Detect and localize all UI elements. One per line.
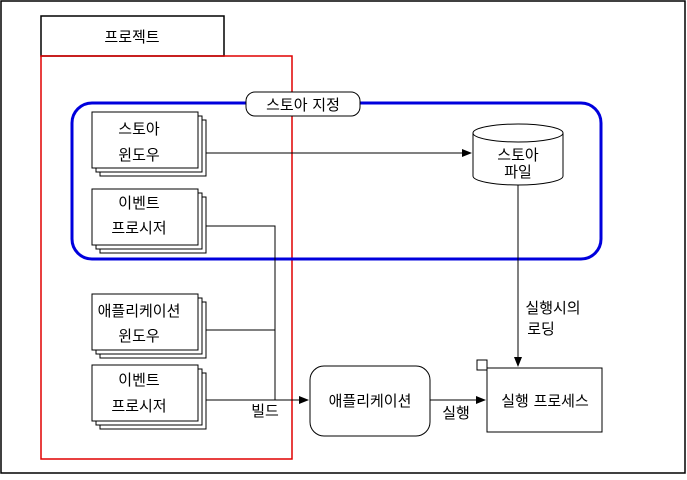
application-label: 애플리케이션 <box>329 392 412 410</box>
app-window-node: 애플리케이션 윈도우 <box>91 293 207 359</box>
event-procedure-1-connector <box>206 225 276 400</box>
app-window-line2: 윈도우 <box>118 327 160 345</box>
store-file-line1: 스토아 <box>497 146 539 164</box>
application-node: 애플리케이션 <box>309 365 431 437</box>
store-file-line2: 파일 <box>504 163 532 181</box>
build-label: 빌드 <box>251 402 279 420</box>
project-title: 프로젝트 <box>104 28 159 46</box>
event-procedure-node-2: 이벤트 프로시저 <box>91 364 207 430</box>
event-procedure-1-line2: 프로시저 <box>111 219 166 237</box>
store-file-node: 스토아 파일 <box>472 123 564 186</box>
runtime-process-label: 실행 프로세스 <box>501 392 589 410</box>
event-procedure-node-1: 이벤트 프로시저 <box>91 188 207 254</box>
runtime-loading-label-line1: 실행시의 <box>525 299 580 317</box>
store-group-label: 스토아 지정 <box>245 91 361 117</box>
store-window-line1: 스토아 <box>118 120 160 138</box>
event-procedure-2-line1: 이벤트 <box>118 371 160 389</box>
store-window-node: 스토아 윈도우 <box>91 111 207 177</box>
runtime-loading-label-line2: 로딩 <box>527 320 555 338</box>
store-window-line2: 윈도우 <box>118 146 160 164</box>
event-procedure-1-line1: 이벤트 <box>118 194 160 212</box>
runtime-process-node: 실행 프로세스 <box>476 359 603 433</box>
process-port-marker <box>476 359 488 371</box>
store-group-title: 스토아 지정 <box>266 96 340 114</box>
app-window-line1: 애플리케이션 <box>98 302 181 320</box>
run-label: 실행 <box>442 404 470 422</box>
event-procedure-2-line2: 프로시저 <box>111 397 166 415</box>
project-tab: 프로젝트 <box>40 15 225 57</box>
